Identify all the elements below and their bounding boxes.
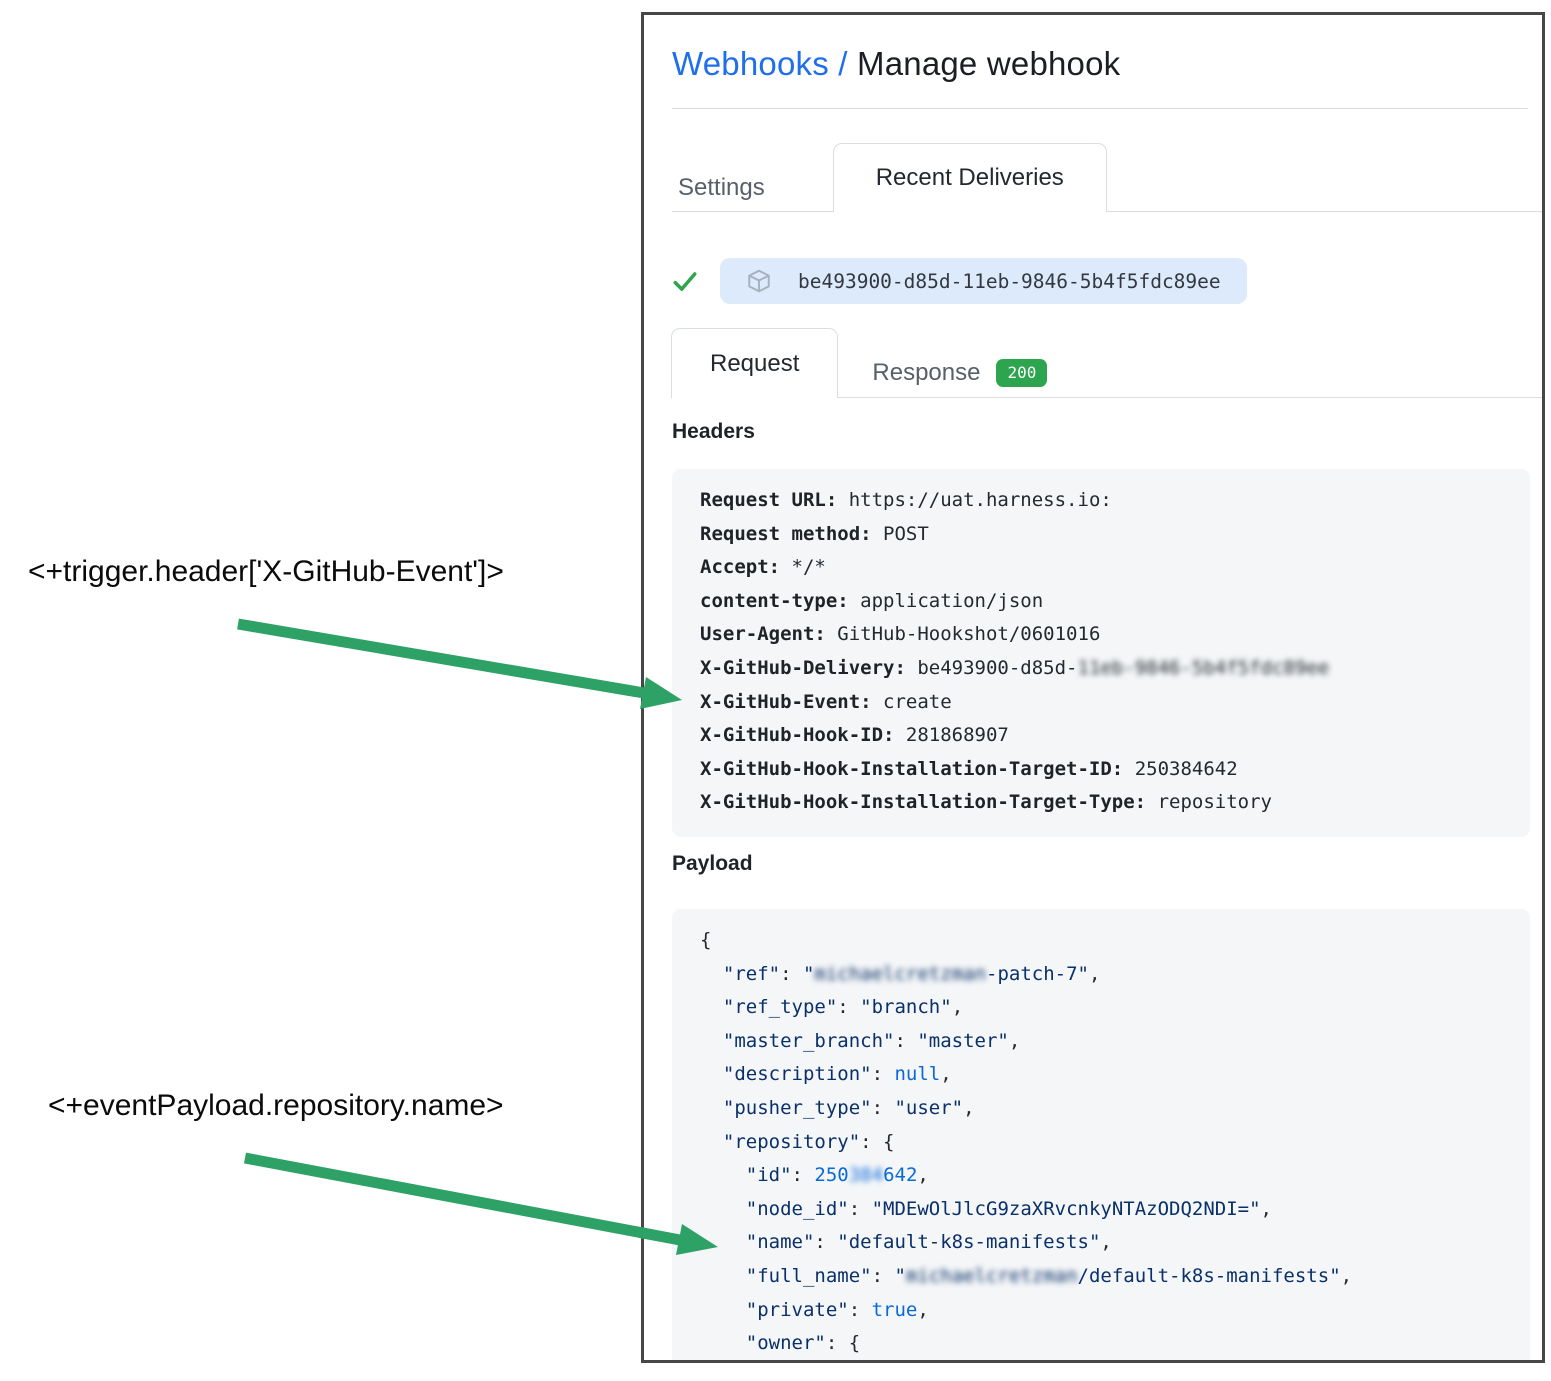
annotation-event-payload: <+eventPayload.repository.name> <box>48 1089 504 1122</box>
header-line: X-GitHub-Hook-ID: 281868907 <box>700 724 1009 747</box>
tab-recent-deliveries[interactable]: Recent Deliveries <box>832 143 1107 212</box>
page-title: Webhooks / Manage webhook <box>672 45 1120 83</box>
breadcrumb-separator: / <box>828 45 858 82</box>
payload-line: "repository": { <box>700 1130 895 1153</box>
payload-line: "pusher_type": "user", <box>700 1096 975 1119</box>
response-status-badge: 200 <box>996 359 1048 387</box>
tab-settings[interactable]: Settings <box>678 174 765 201</box>
success-check-icon <box>673 272 697 291</box>
tabnav-underline <box>672 211 1542 212</box>
payload-heading: Payload <box>672 852 753 875</box>
payload-code: { "ref": "michaelcretzman-patch-7", "ref… <box>672 909 1530 1360</box>
payload-line: "owner": { <box>700 1332 861 1355</box>
package-icon <box>748 269 770 293</box>
tabnav-underline <box>672 397 1542 398</box>
header-line: content-type: application/json <box>700 589 1044 612</box>
payload-line: "ref_type": "branch", <box>700 996 964 1019</box>
page-title-current: Manage webhook <box>857 45 1121 82</box>
payload-line: "id": 250384642, <box>700 1164 929 1187</box>
header-line: User-Agent: GitHub-Hookshot/0601016 <box>700 623 1101 646</box>
payload-line: "description": null, <box>700 1063 952 1086</box>
header-line: X-GitHub-Delivery: be493900-d85d-11eb-98… <box>700 656 1330 679</box>
delivery-row: be493900-d85d-11eb-9846-5b4f5fdc89ee <box>672 258 1247 304</box>
webhooks-breadcrumb-link[interactable]: Webhooks <box>672 45 829 82</box>
payload-line: "full_name": "michaelcretzman/default-k8… <box>700 1264 1353 1287</box>
tab-response[interactable]: Response 200 <box>838 348 1081 398</box>
annotation-trigger-header: <+trigger.header['X-GitHub-Event']> <box>28 555 504 588</box>
payload-line: "private": true, <box>700 1298 929 1321</box>
delivery-guid: be493900-d85d-11eb-9846-5b4f5fdc89ee <box>798 269 1221 293</box>
headers-heading: Headers <box>672 420 755 443</box>
payload-line: "node_id": "MDEwOlJlcG9zaXRvcnkyNTAzODQ2… <box>700 1197 1272 1220</box>
tab-request[interactable]: Request <box>671 328 839 398</box>
request-response-tabnav: Request Response 200 <box>644 328 1542 398</box>
header-line: X-GitHub-Hook-Installation-Target-ID: 25… <box>700 757 1238 780</box>
title-divider <box>672 108 1528 109</box>
header-line: X-GitHub-Hook-Installation-Target-Type: … <box>700 791 1272 814</box>
payload-line: "master_branch": "master", <box>700 1029 1021 1052</box>
webhook-panel: Webhooks / Manage webhook Settings Recen… <box>641 12 1545 1363</box>
header-line: Accept: */* <box>700 556 826 579</box>
payload-line: { <box>700 929 712 951</box>
arrow-to-github-event-header <box>237 618 682 709</box>
header-line: Request method: POST <box>700 522 929 545</box>
payload-line: "name": "default-k8s-manifests", <box>700 1231 1112 1254</box>
headers-code: Request URL: https://uat.harness.io: Requ… <box>672 469 1530 837</box>
delivery-item[interactable]: be493900-d85d-11eb-9846-5b4f5fdc89ee <box>720 258 1247 304</box>
header-line: X-GitHub-Event: create <box>700 690 952 713</box>
payload-line: "ref": "michaelcretzman-patch-7", <box>700 962 1101 985</box>
header-line: Request URL: https://uat.harness.io: <box>700 489 1112 511</box>
main-tabnav: Settings Recent Deliveries <box>644 143 1542 212</box>
tab-response-label: Response <box>872 359 981 386</box>
